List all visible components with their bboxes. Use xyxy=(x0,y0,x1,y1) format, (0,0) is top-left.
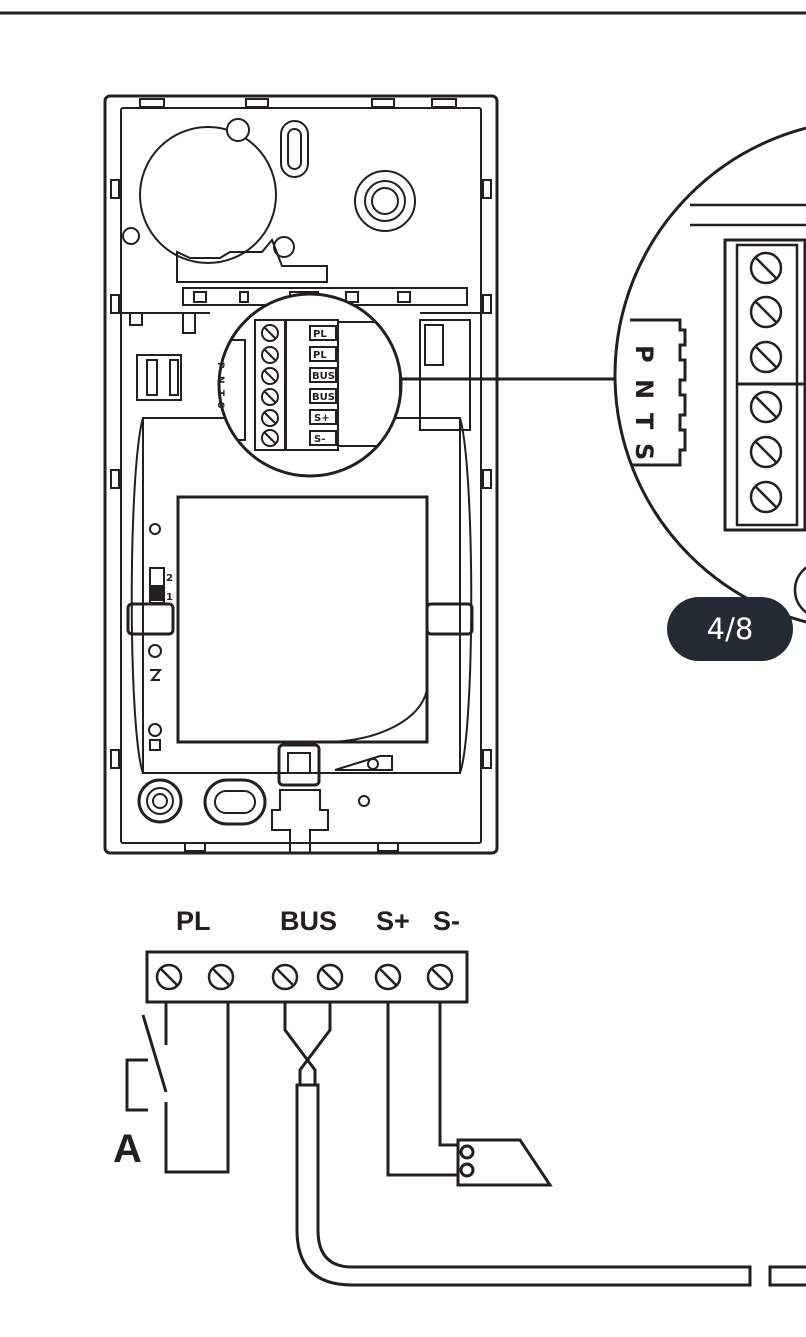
callout-label-s-minus: S- xyxy=(314,434,325,445)
wiring xyxy=(125,1002,806,1287)
large-side-label-n: N xyxy=(630,379,658,399)
small-side-label-n: N xyxy=(215,376,225,384)
callout-label-bus-2: BUS xyxy=(312,392,335,403)
terminal-block xyxy=(145,950,469,1004)
door-panel-unit xyxy=(103,94,499,855)
page-indicator-badge: 4/8 xyxy=(667,597,793,661)
large-terminal-callout: P N T S xyxy=(613,126,806,624)
terminal-label-s-minus: S- xyxy=(433,906,460,936)
callout-label-pl-1: PL xyxy=(313,329,327,340)
small-side-label-t: T xyxy=(215,390,225,397)
terminal-label-pl: PL xyxy=(176,906,211,936)
switch-label-2: 2 xyxy=(166,573,173,584)
large-side-label-p: P xyxy=(630,345,658,363)
small-side-labels: P N T S xyxy=(215,362,225,408)
button-label-a: A xyxy=(113,1127,142,1171)
small-side-label-p: P xyxy=(215,362,225,369)
large-side-labels: P N T S xyxy=(630,345,658,460)
callout-label-pl-2: PL xyxy=(313,350,327,361)
terminal-label-bus: BUS xyxy=(280,906,337,936)
callout-label-s-plus: S+ xyxy=(314,413,330,424)
large-side-label-s: S xyxy=(630,443,658,460)
small-terminal-callout: PL PL BUS BUS S+ S- P N T S xyxy=(215,292,403,478)
callout-label-bus-1: BUS xyxy=(312,371,335,382)
terminal-label-s-plus: S+ xyxy=(376,906,410,936)
small-side-label-s: S xyxy=(215,402,225,408)
large-side-label-t: T xyxy=(630,413,658,430)
switch-label-1: 1 xyxy=(166,592,173,603)
terminal-labels: PL BUS S+ S- xyxy=(176,906,460,936)
